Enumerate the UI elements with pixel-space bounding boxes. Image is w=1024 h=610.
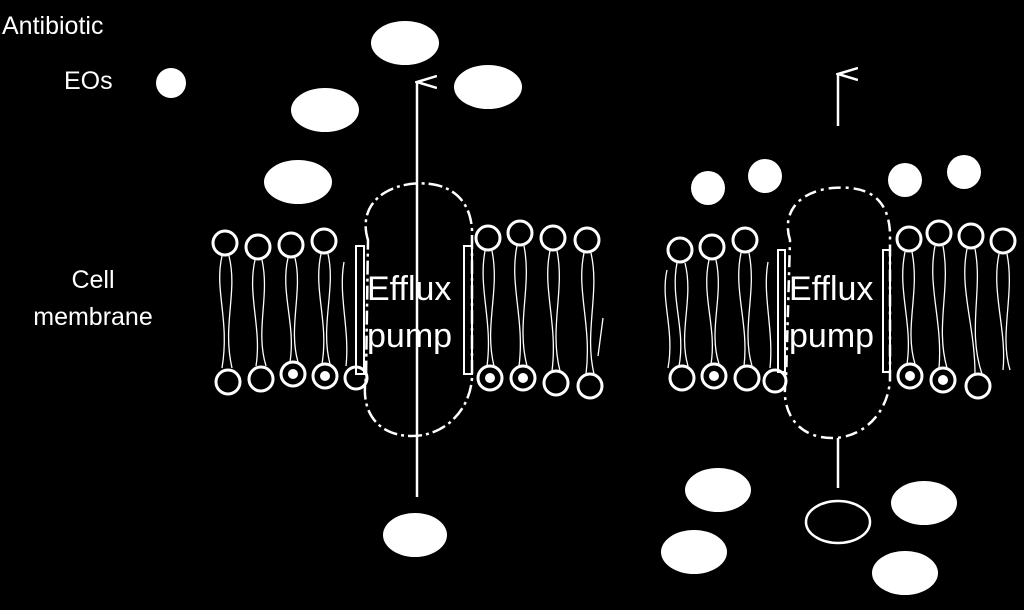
eos-legend-label: EOs	[64, 67, 113, 95]
lipid-head	[896, 362, 924, 390]
eo-molecule	[888, 163, 922, 197]
antibiotic-molecule	[264, 160, 332, 204]
efflux-pump-body	[783, 186, 892, 440]
antibiotic-molecule	[661, 530, 727, 574]
lipid-head	[476, 364, 504, 392]
lipid-head	[576, 372, 604, 400]
lipid-head	[474, 224, 502, 252]
antibiotic-molecule	[291, 88, 359, 132]
antibiotic-molecule	[891, 481, 957, 525]
antibiotic-molecule	[454, 65, 522, 109]
eo-in-membrane	[938, 375, 948, 385]
lipid-head	[700, 362, 728, 390]
lipid-head	[311, 362, 339, 390]
eo-molecule	[947, 155, 981, 189]
efflux-pump-label-line2: pump	[789, 317, 875, 355]
lipid-head	[989, 227, 1017, 255]
lipid-head	[244, 233, 272, 261]
lipid-head	[731, 226, 759, 254]
lipid-head	[310, 227, 338, 255]
lipid-head	[539, 224, 567, 252]
eo-molecule	[691, 171, 725, 205]
left-panel	[211, 21, 604, 557]
lipid-head	[506, 219, 534, 247]
lipid-head	[895, 225, 923, 253]
lipid-head	[964, 372, 992, 400]
right-panel	[661, 74, 1017, 595]
lipid-head	[509, 364, 537, 392]
lipid-head	[925, 219, 953, 247]
antibiotic-molecule	[371, 21, 439, 65]
antibiotic-molecule	[872, 551, 938, 595]
lipid-head	[542, 369, 570, 397]
lipid-head	[733, 364, 761, 392]
eo-in-membrane	[518, 373, 528, 383]
lipid-head	[666, 236, 694, 264]
eo-in-membrane	[709, 371, 719, 381]
lipid-head	[957, 222, 985, 250]
lipid-tails	[664, 245, 1011, 375]
eo-in-membrane	[485, 373, 495, 383]
cell-membrane-label: Cell membrane	[8, 268, 178, 330]
eo-molecule	[748, 159, 782, 193]
eos-legend-marker	[156, 68, 186, 98]
lipid-head	[279, 360, 307, 388]
lipid-tails	[219, 245, 604, 375]
efflux-pump-label-left: Efflux pump	[367, 272, 452, 353]
pump-wall-left	[355, 245, 365, 375]
lipid-head	[277, 231, 305, 259]
pump-wall-right	[882, 249, 891, 373]
pump-wall-left	[777, 249, 786, 373]
lipid-head	[214, 368, 242, 396]
lipid-head	[698, 233, 726, 261]
antibiotic-molecule	[685, 468, 751, 512]
cell-membrane-label-line2: membrane	[33, 303, 153, 331]
efflux-pump-label-line1: Efflux	[367, 270, 452, 308]
pump-wall-right	[463, 245, 473, 375]
lipid-head	[343, 365, 369, 391]
eo-in-membrane	[320, 371, 330, 381]
efflux-pump-body	[363, 182, 474, 438]
efflux-pump-label-line1: Efflux	[789, 270, 874, 308]
lipid-head	[762, 368, 788, 394]
antibiotic-molecule-outline	[804, 499, 872, 545]
lipid-head	[929, 366, 957, 394]
lipid-head	[247, 365, 275, 393]
eo-in-membrane	[288, 369, 298, 379]
eo-in-membrane	[905, 371, 915, 381]
antibiotic-legend-label: Antibiotic	[2, 12, 104, 40]
lipid-head	[668, 364, 696, 392]
lipid-head	[573, 226, 601, 254]
cell-membrane-label-line1: Cell	[71, 266, 115, 294]
efflux-pump-label-right: Efflux pump	[789, 272, 874, 353]
antibiotic-molecule	[383, 513, 447, 557]
efflux-pump-label-line2: pump	[367, 317, 453, 355]
lipid-head	[211, 229, 239, 257]
